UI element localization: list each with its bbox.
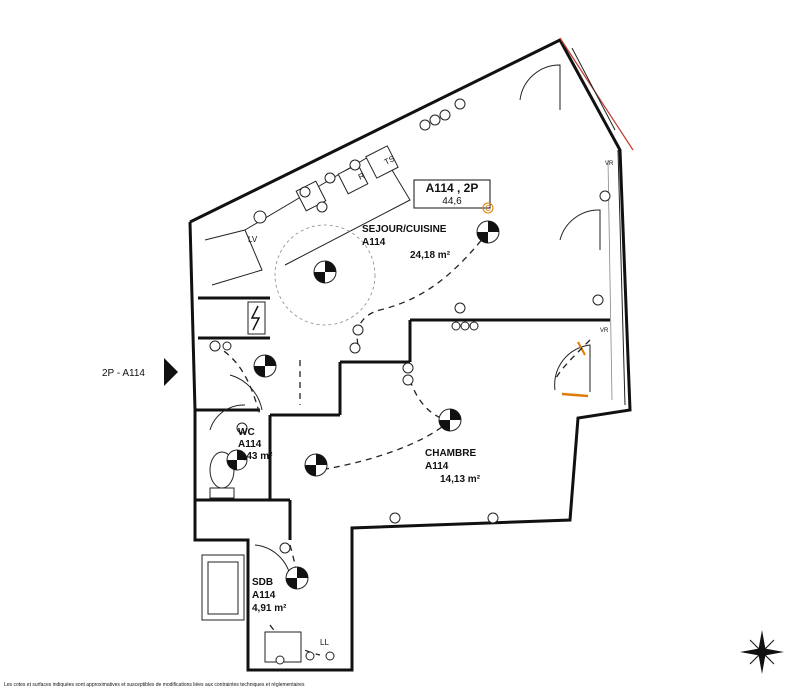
fixture-ll: LL <box>320 638 329 647</box>
chambre-area: 14,13 m² <box>440 474 481 485</box>
fixture-vr-2: VR <box>600 328 609 334</box>
light-icon <box>253 354 277 378</box>
fixture-lv: LV <box>248 235 258 244</box>
chambre-id: A114 <box>425 461 449 472</box>
fixture-r: R <box>357 171 366 182</box>
interior-walls <box>195 296 610 540</box>
sdb-name: SDB <box>252 577 273 588</box>
light-icon <box>476 220 500 244</box>
turning-circle <box>274 224 376 326</box>
entry-label: 2P - A114 <box>102 368 145 379</box>
kitchen-counter <box>204 145 411 286</box>
electrical-panel <box>247 301 266 335</box>
light-icon <box>226 449 248 471</box>
fixture-vr-1: VR <box>605 161 614 167</box>
chambre-name: CHAMBRE <box>425 448 476 459</box>
fixture-ts: TS <box>383 154 396 167</box>
sejour-name: SEJOUR/CUISINE <box>362 224 447 235</box>
wc-area: 1,43 m² <box>238 451 273 462</box>
unit-header-box <box>413 179 491 209</box>
shower-tray <box>201 554 245 621</box>
compass-icon <box>740 630 784 674</box>
entry-arrow-icon <box>164 358 178 386</box>
footer-note: Les cotes et surfaces indiquées sont app… <box>4 682 305 688</box>
sejour-area: 24,18 m² <box>410 250 451 261</box>
sejour-id: A114 <box>362 237 386 248</box>
doors <box>209 64 601 576</box>
sdb-id: A114 <box>252 590 276 601</box>
light-icon <box>285 566 309 590</box>
light-points <box>226 220 500 590</box>
unit-area: 44,6 <box>442 196 462 207</box>
outlets <box>209 98 611 665</box>
light-icon <box>304 453 328 477</box>
wc-name: WC <box>238 427 255 438</box>
light-icon <box>313 260 337 284</box>
light-icon <box>438 408 462 432</box>
wc-id: A114 <box>238 439 262 450</box>
sdb-area: 4,91 m² <box>252 603 287 614</box>
fixture-c: C <box>485 204 491 213</box>
unit-code: A114 , 2P <box>426 181 479 195</box>
